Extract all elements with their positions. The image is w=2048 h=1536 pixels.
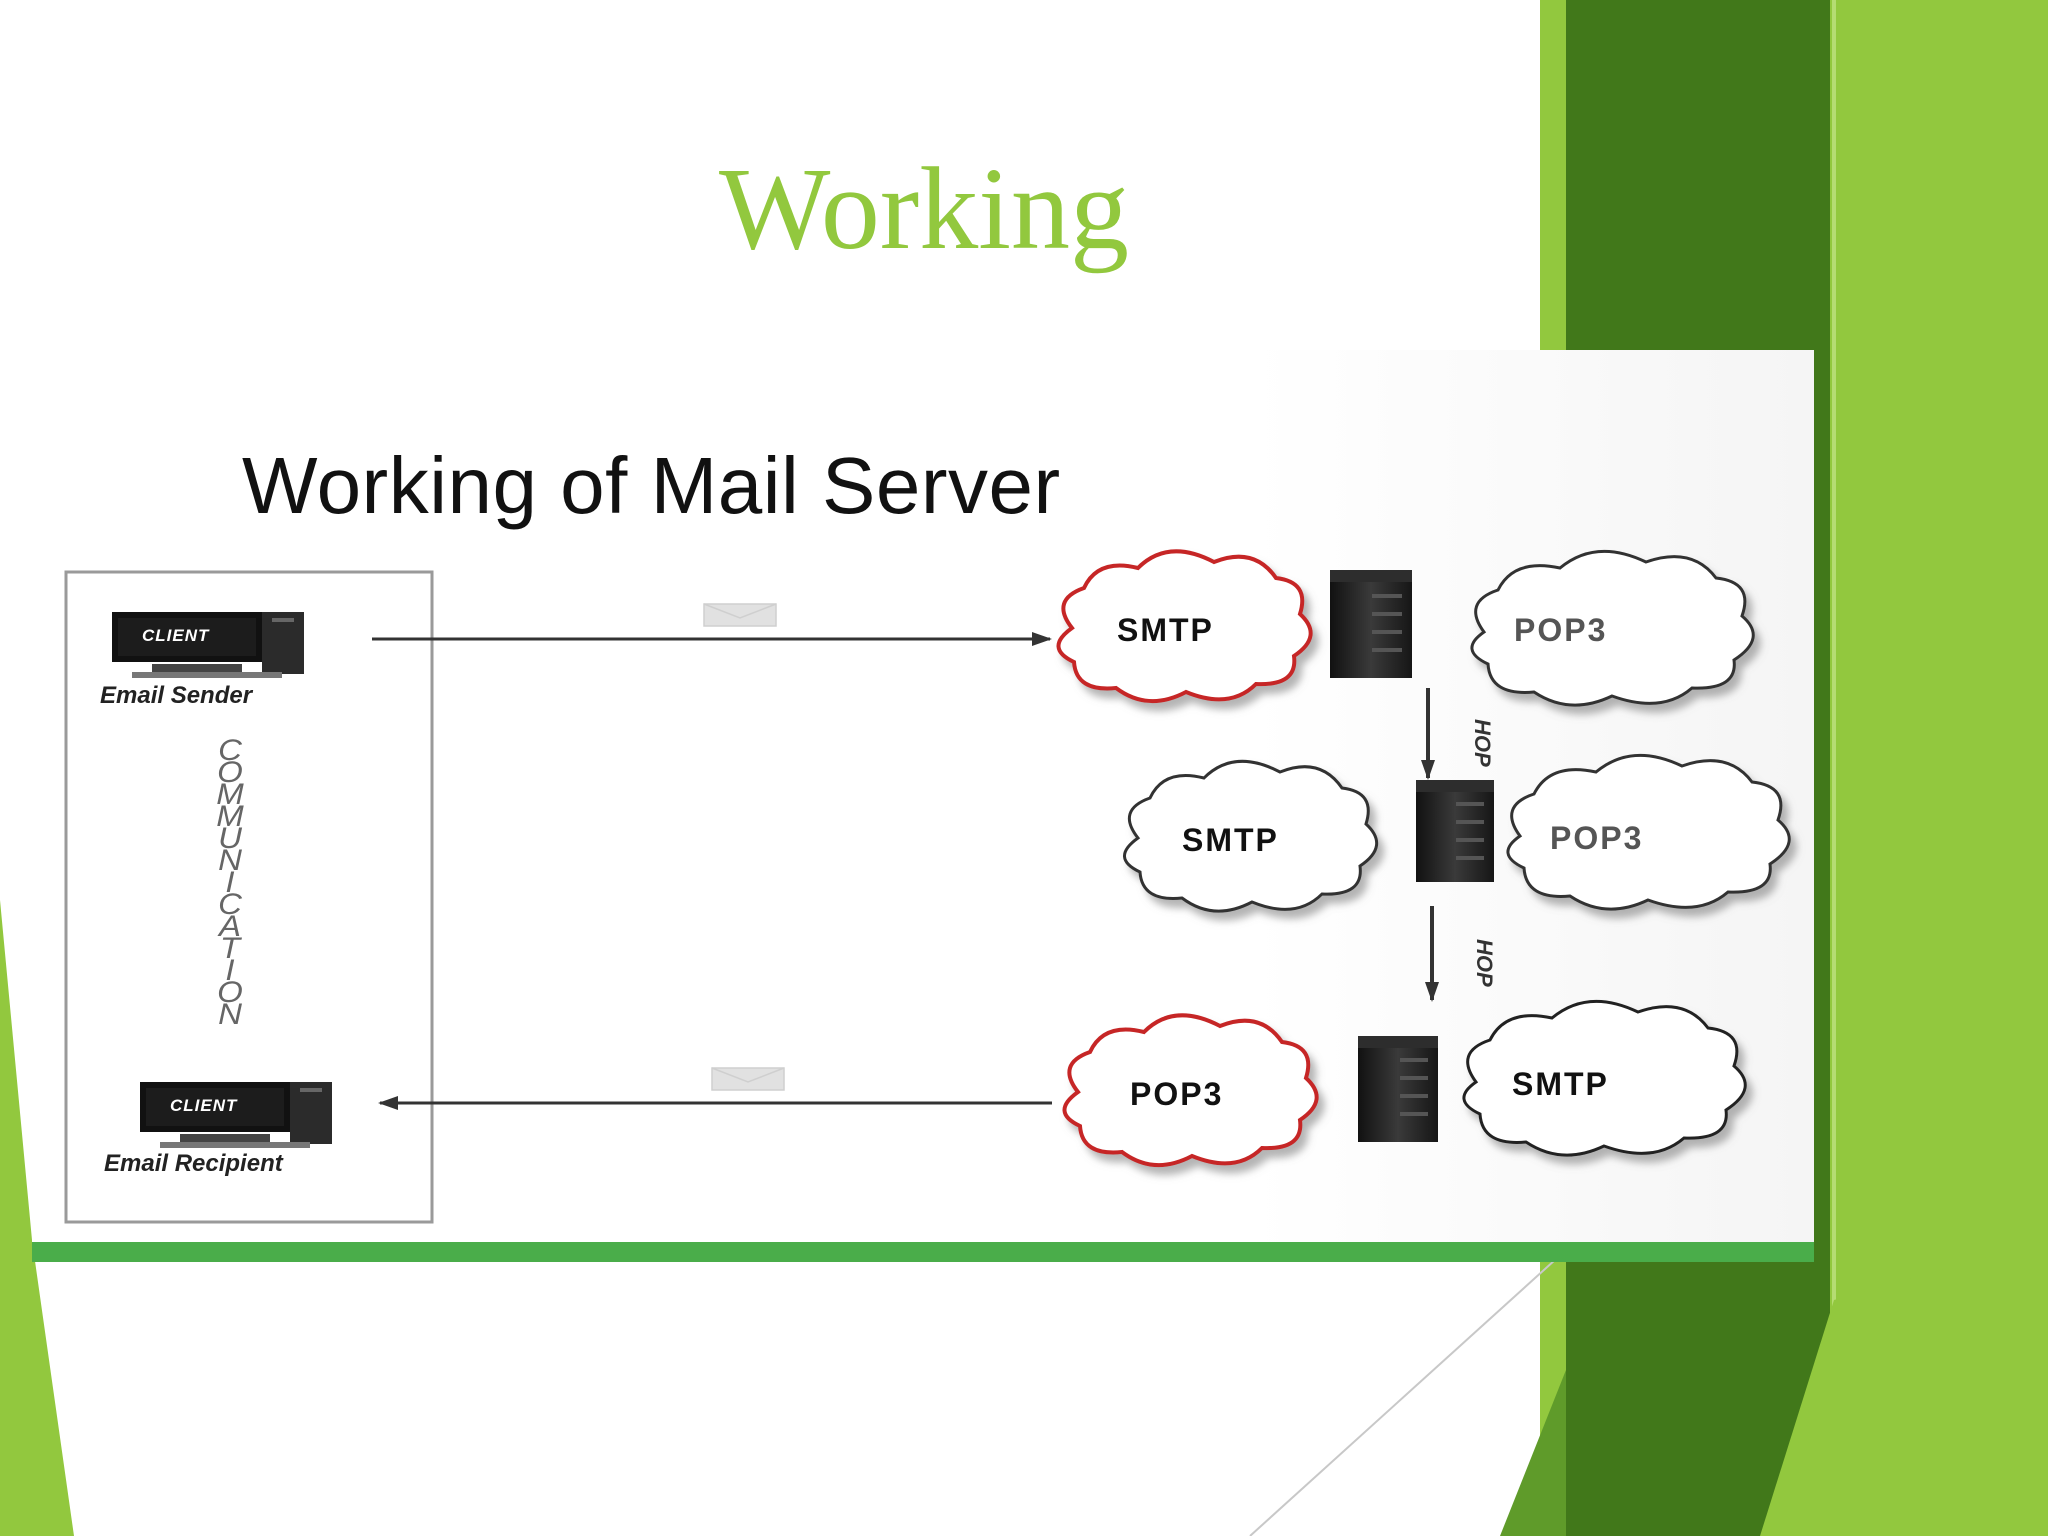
- sender-screen-label: CLIENT: [142, 626, 210, 645]
- server-row-3: [1062, 999, 1747, 1168]
- pop3-cloud-3: [1062, 1013, 1319, 1168]
- server-row-1: [1056, 549, 1755, 707]
- hop-label-1: HOP: [1470, 719, 1495, 767]
- slide-title: Working: [718, 143, 1129, 274]
- server-row-2: [1123, 753, 1791, 913]
- server-1-right-label: POP3: [1514, 612, 1608, 648]
- smtp-cloud-2: [1123, 759, 1378, 913]
- server-tower-icon-1: [1330, 570, 1412, 678]
- server-2-left-label: SMTP: [1182, 822, 1279, 858]
- sender-caption: Email Sender: [100, 682, 253, 709]
- server-3-left-label: POP3: [1130, 1076, 1224, 1112]
- server-tower-icon-3: [1358, 1036, 1438, 1142]
- right-bottom-dark-wedge: [1500, 1370, 1566, 1536]
- diagram-panel: Working of Mail Server: [32, 350, 1814, 1260]
- communication-box: [64, 570, 434, 1224]
- recipient-caption: Email Recipient: [104, 1150, 283, 1177]
- hop-label-2: HOP: [1472, 939, 1497, 987]
- diagram-graphics: [64, 549, 1791, 1224]
- server-2-right-label: POP3: [1550, 820, 1644, 856]
- left-green-sliver: [0, 900, 74, 1536]
- smtp-cloud-3: [1462, 999, 1747, 1157]
- pop3-cloud-2: [1506, 753, 1791, 911]
- sender-computer-icon: [112, 612, 304, 678]
- envelope-icon-bottom: [711, 1067, 785, 1091]
- server-3-right-label: SMTP: [1512, 1066, 1609, 1102]
- pop3-cloud-1: [1470, 549, 1755, 707]
- diagram-title: Working of Mail Server: [242, 441, 1061, 530]
- server-1-left-label: SMTP: [1117, 612, 1214, 648]
- server-tower-icon-2: [1416, 780, 1494, 882]
- panel-bottom-bar: [32, 1242, 1814, 1262]
- recipient-computer-icon: [140, 1082, 332, 1148]
- smtp-cloud-1: [1056, 549, 1313, 704]
- recipient-screen-label: CLIENT: [170, 1096, 238, 1115]
- decorative-diagonal-line: [1249, 1249, 1567, 1536]
- right-bottom-light-shape: [1760, 1240, 2048, 1536]
- envelope-icon-top: [703, 603, 777, 627]
